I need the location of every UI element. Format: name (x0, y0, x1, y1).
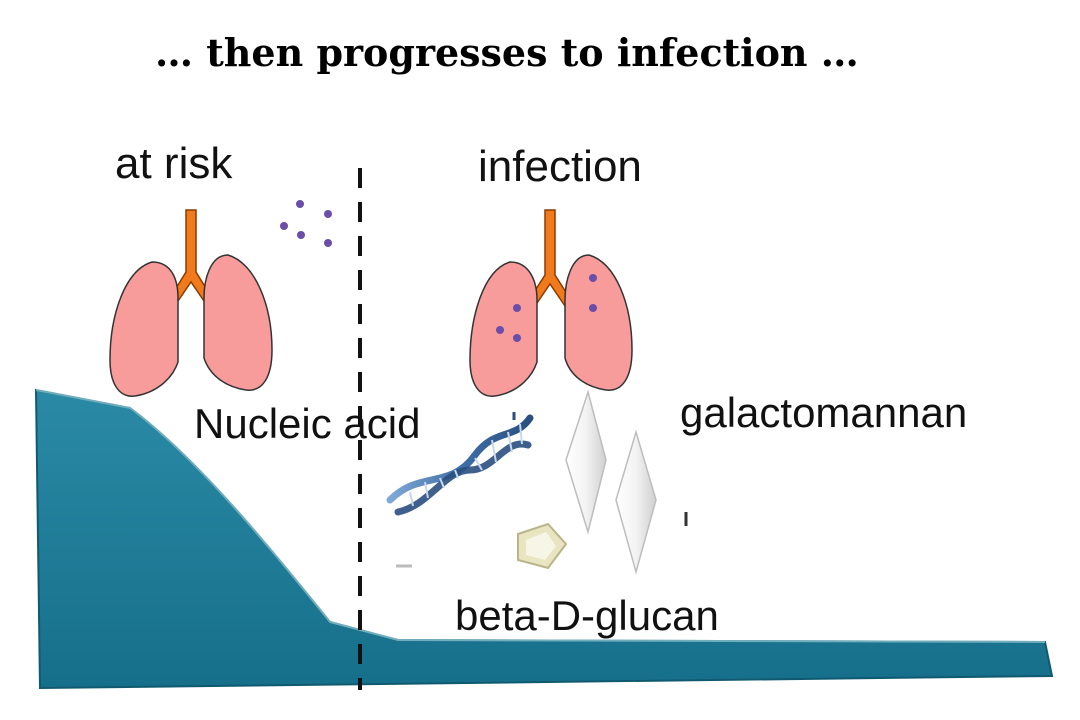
dna-helix-icon (386, 412, 534, 516)
spores-in-lung-icon (496, 274, 597, 342)
galactomannan-label: galactomannan (680, 389, 968, 436)
spores-airborne-icon (280, 200, 332, 247)
beta-d-glucan-label: beta-D-glucan (455, 592, 719, 639)
left-lung-left-lobe (109, 261, 179, 397)
crystal-large (565, 389, 607, 535)
slide-title: … then progresses to infection … (155, 30, 859, 75)
decline-area-top-edge (35, 389, 1046, 643)
glucan-pentagon-icon (517, 522, 568, 570)
trachea-left-icon (169, 209, 213, 306)
trachea-right-icon (528, 209, 572, 308)
crystal-small (615, 429, 657, 575)
nucleic-acid-label: Nucleic acid (194, 400, 421, 447)
lungs-infection-icon (469, 209, 633, 397)
left-lung-right-lobe (203, 254, 273, 391)
lungs-at-risk-icon (109, 209, 273, 397)
galactomannan-crystals-icon (565, 389, 688, 575)
right-lung-right-lobe (564, 254, 633, 391)
at-risk-label: at risk (115, 139, 233, 188)
infection-label: infection (478, 142, 642, 191)
